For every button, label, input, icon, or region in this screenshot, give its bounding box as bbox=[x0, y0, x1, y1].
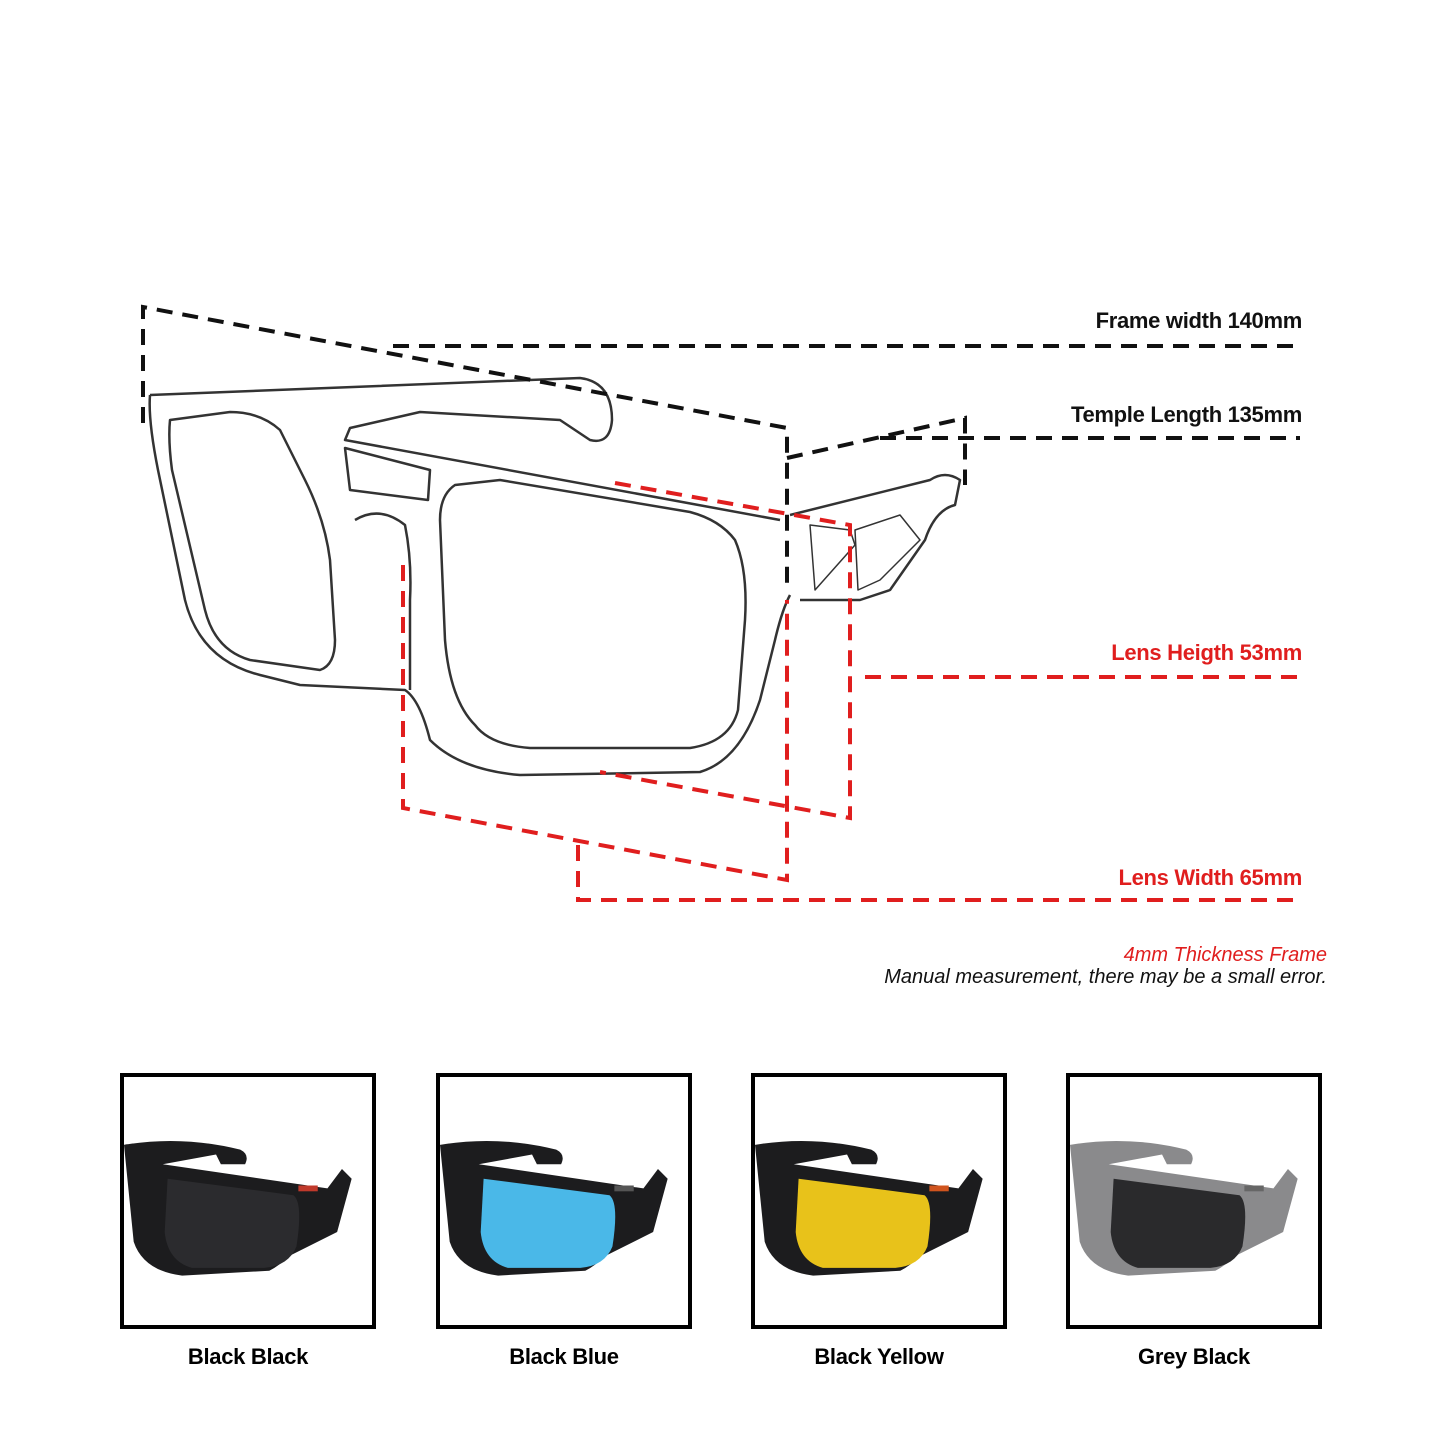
variant-label-black-black: Black Black bbox=[187, 1344, 309, 1369]
variant-swatch-black-yellow[interactable] bbox=[751, 1073, 1007, 1329]
lens-height-label: Lens Heigth 53mm bbox=[1111, 640, 1302, 665]
variant-label-grey-black: Grey Black bbox=[1138, 1344, 1250, 1369]
sunglasses-image bbox=[124, 1140, 352, 1276]
variant-swatch-black-blue[interactable] bbox=[436, 1073, 692, 1329]
temple-length-label: Temple Length 135mm bbox=[1070, 402, 1302, 427]
frame-width-label: Frame width 140mm bbox=[1095, 308, 1303, 333]
sunglasses-image bbox=[755, 1140, 983, 1276]
variant-label-black-blue: Black Blue bbox=[509, 1344, 619, 1369]
sunglasses-image bbox=[440, 1140, 668, 1276]
sunglasses-sketch bbox=[148, 376, 962, 777]
sunglasses-image bbox=[1070, 1140, 1298, 1276]
red-guides bbox=[401, 481, 1300, 902]
lens-width-label: Lens Width 65mm bbox=[1118, 865, 1302, 890]
measurement-diagram bbox=[141, 304, 1300, 902]
variant-swatch-grey-black[interactable] bbox=[1066, 1073, 1322, 1329]
variant-swatch-black-black[interactable] bbox=[120, 1073, 376, 1329]
variant-label-black-yellow: Black Yellow bbox=[814, 1344, 944, 1369]
black-guides bbox=[141, 304, 1300, 590]
disclaimer-note: Manual measurement, there may be a small… bbox=[884, 966, 1327, 988]
thickness-note: 4mm Thickness Frame bbox=[1123, 944, 1327, 966]
